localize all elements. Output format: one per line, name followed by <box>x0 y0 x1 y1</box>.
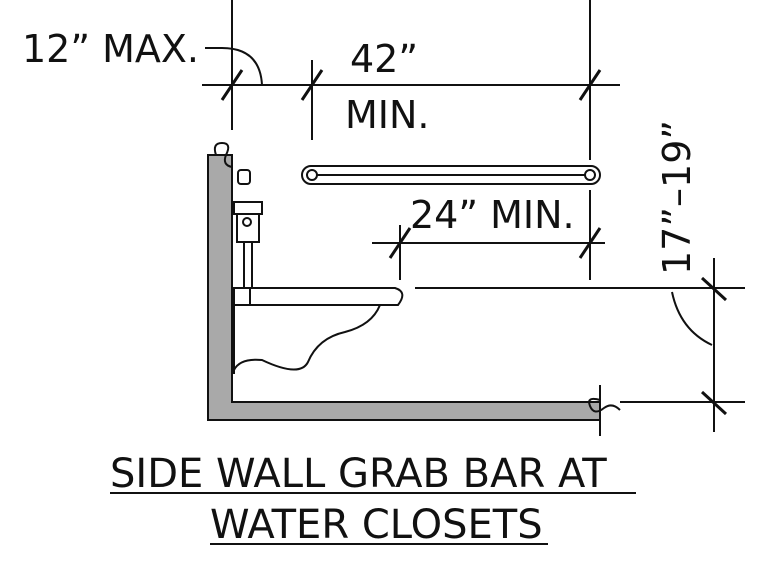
bar-length-value-label: 42” <box>350 37 418 81</box>
diagram-title-line2: WATER CLOSETS <box>210 502 543 548</box>
bar-length-unit-label: MIN. <box>345 93 430 137</box>
dimension-42-line <box>202 69 620 101</box>
offset-leader <box>205 47 263 86</box>
diagram-title-line1: SIDE WALL GRAB BAR AT <box>110 451 607 497</box>
wall-break-mark <box>213 141 233 168</box>
dimension-24-line <box>372 227 605 259</box>
front-extension-label: 24” MIN. <box>410 193 575 237</box>
flush-valve <box>233 169 263 288</box>
floor-break-mark <box>588 397 621 413</box>
dimension-height-line <box>671 258 728 432</box>
water-closet <box>233 287 404 374</box>
wall-section <box>207 154 601 421</box>
extension-lines <box>231 0 745 436</box>
offset-max-label: 12” MAX. <box>22 27 199 71</box>
height-range-label: 17”–19” <box>655 120 699 275</box>
grab-bar <box>301 165 601 185</box>
